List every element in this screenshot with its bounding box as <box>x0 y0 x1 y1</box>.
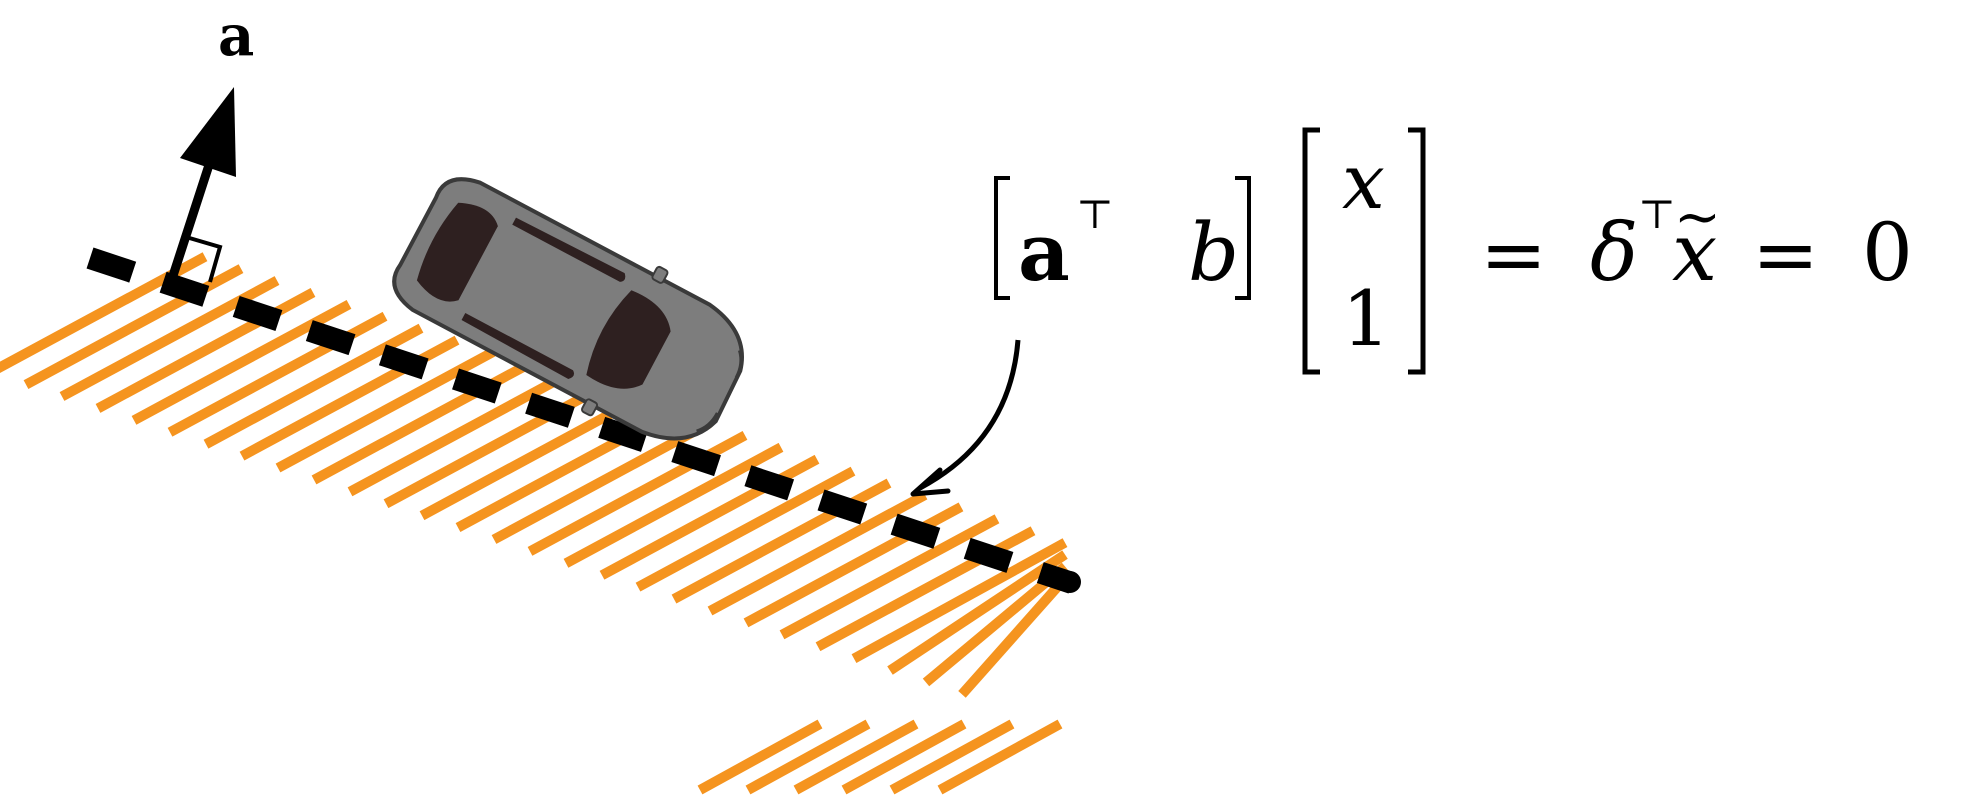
hatch-stroke <box>889 719 1015 795</box>
eq-one: 1 <box>1342 274 1390 363</box>
hatch-stroke <box>887 550 1068 675</box>
eq-transpose-2: ⊤ <box>1638 192 1676 238</box>
hatch-stroke <box>779 514 1000 640</box>
hatch-stroke <box>275 347 496 473</box>
hatch-stroke <box>491 419 712 544</box>
right-angle-box <box>185 235 223 283</box>
eq-equals-2: = <box>1752 208 1819 301</box>
boundary-end-dot <box>1059 571 1081 593</box>
eq-zero: 0 <box>1862 206 1913 299</box>
hatch-stroke <box>707 490 928 616</box>
eq-tilde: ~ <box>1674 185 1721 250</box>
eq-x-tilde: x <box>1672 206 1717 299</box>
hatch-stroke <box>419 395 640 521</box>
column-bracket-right <box>1408 127 1426 375</box>
hatch-stroke <box>745 719 871 795</box>
hatch-stroke <box>793 719 919 795</box>
hatch-stroke <box>697 719 823 795</box>
hatch-stroke <box>851 538 1068 664</box>
hatch-stroke <box>841 719 967 795</box>
hatch-stroke <box>937 719 1063 795</box>
hatch-stroke <box>922 562 1069 687</box>
row-bracket-right <box>1235 176 1251 300</box>
column-bracket-left <box>1302 127 1320 375</box>
hatch-stroke <box>958 575 1069 698</box>
eq-delta: δ <box>1590 206 1638 299</box>
eq-x: x <box>1342 137 1385 226</box>
pointer-arrow <box>910 339 1021 497</box>
normal-vector-arrow <box>165 87 236 287</box>
eq-equals-1: = <box>1480 208 1547 301</box>
eq-transpose-1: ⊤ <box>1076 192 1114 238</box>
normal-vector-label: a <box>218 3 254 69</box>
eq-vector-a: a <box>1018 205 1070 299</box>
eq-b: b <box>1188 206 1239 299</box>
hatch-stroke <box>347 371 568 497</box>
boundary-line <box>86 247 1076 594</box>
hatch-stroke <box>563 442 784 568</box>
hyperplane-equation: a ⊤ b x 1 = δ ⊤ ~ x = 0 <box>994 127 1913 375</box>
hatch-stroke <box>635 466 856 592</box>
car-top-view-icon <box>392 177 744 441</box>
row-bracket-left <box>994 176 1010 300</box>
